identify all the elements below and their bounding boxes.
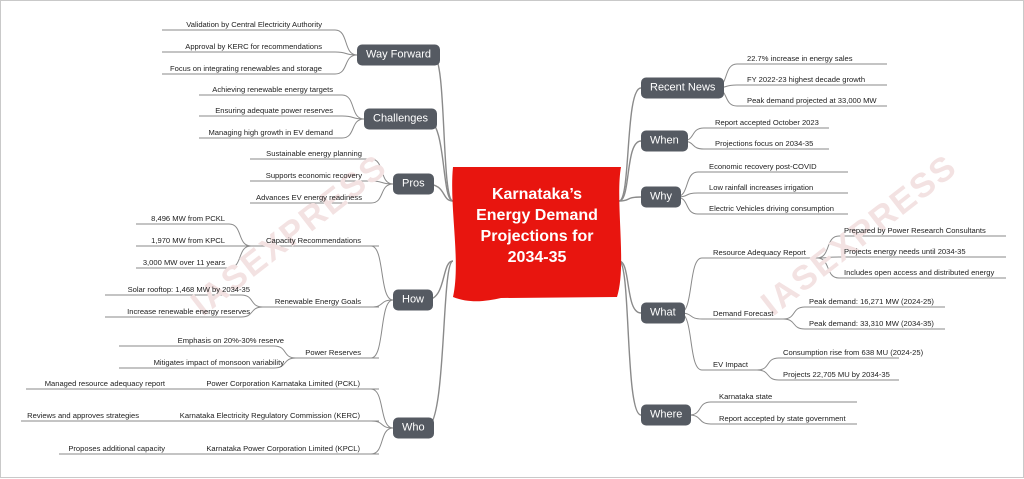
capacity-item-1[interactable]: 8,496 MW from PCKL [151,214,225,223]
connector [618,260,642,314]
where-item-1[interactable]: Karnataka state [719,392,773,401]
how-sub-renewable[interactable]: Renewable Energy Goals [274,297,361,306]
resource-adequacy-item-3[interactable]: Includes open access and distributed ene… [844,268,995,277]
connector [679,312,707,371]
connector [714,84,887,89]
branch-why[interactable]: Why [641,186,681,208]
connector [782,318,945,330]
connector [105,294,264,308]
branch-how[interactable]: How [393,289,434,311]
how-sub-reserves[interactable]: Power Reserves [305,348,361,357]
connector [425,260,454,429]
reserves-item-1[interactable]: Emphasis on 20%-30% reserve [177,336,284,345]
ev-impact-item-1[interactable]: Consumption rise from 638 MU (2024-25) [783,348,924,357]
connector [250,158,394,185]
why-item-3[interactable]: Electric Vehicles driving consumption [709,204,834,213]
renewable-item-2[interactable]: Increase renewable energy reserves [127,307,250,316]
recent-news-item-1[interactable]: 22.7% increase in energy sales [747,54,853,63]
connector [370,245,394,301]
branch-way-forward[interactable]: Way Forward [357,44,440,66]
resource-adequacy-item-1[interactable]: Prepared by Power Research Consultants [844,226,986,235]
connector [162,51,358,56]
why-item-1[interactable]: Economic recovery post-COVID [709,162,817,171]
connector [119,345,297,359]
connector [618,140,642,202]
how-sub-capacity[interactable]: Capacity Recommendations [266,236,361,245]
connector [250,180,394,185]
capacity-item-3[interactable]: 3,000 MW over 11 years [142,258,225,267]
kpcl-item-1[interactable]: Proposes additional capacity [68,444,165,453]
connector [370,299,394,359]
branch-when[interactable]: When [641,130,688,152]
branch-recent-news[interactable]: Recent News [641,77,725,99]
connector [370,388,394,429]
capacity-item-2[interactable]: 1,970 MW from KPCL [151,236,225,245]
challenges-item-3[interactable]: Managing high growth in EV demand [208,128,333,137]
connector [162,29,358,56]
when-item-2[interactable]: Projections focus on 2034-35 [715,139,814,148]
pckl-item-1[interactable]: Managed resource adequacy report [44,379,165,388]
connector [688,401,857,416]
kerc-item-1[interactable]: Reviews and approves strategies [27,411,139,420]
branch-pros[interactable]: Pros [393,173,434,195]
connector [618,196,642,202]
branch-who[interactable]: Who [393,417,434,439]
where-item-2[interactable]: Report accepted by state government [719,414,846,423]
demand-forecast-item-1[interactable]: Peak demand: 16,271 MW (2024-25) [809,297,934,306]
pros-item-1[interactable]: Sustainable energy planning [266,149,362,158]
what-sub-ev-impact[interactable]: EV Impact [713,360,749,369]
connector [782,306,945,320]
connector [136,245,252,269]
pros-item-3[interactable]: Advances EV energy readiness [256,193,362,202]
connector [162,54,358,75]
connector [816,235,1006,259]
connector [816,256,1006,259]
connector [250,183,394,204]
connector [675,192,848,198]
connector [688,414,857,425]
pros-item-2[interactable]: Supports economic recovery [265,171,362,180]
way-forward-item-3[interactable]: Focus on integrating renewables and stor… [170,64,322,73]
renewable-item-1[interactable]: Solar rooftop: 1,468 MW by 2034-35 [127,285,250,294]
connector [618,260,642,416]
reserves-item-2[interactable]: Mitigates impact of monsoon variability [153,358,284,367]
way-forward-item-2[interactable]: Approval by KERC for recommendations [185,42,322,51]
way-forward-item-1[interactable]: Validation by Central Electricity Author… [186,20,322,29]
resource-adequacy-item-2[interactable]: Projects energy needs until 2034-35 [844,247,966,256]
connector [618,87,642,202]
connector [199,115,365,120]
branch-where[interactable]: Where [641,404,692,426]
ev-impact-item-2[interactable]: Projects 22,705 MU by 2034-35 [783,370,890,379]
connector [105,306,264,318]
what-sub-demand-forecast[interactable]: Demand Forecast [713,309,774,318]
when-item-1[interactable]: Report accepted October 2023 [715,118,819,127]
recent-news-item-2[interactable]: FY 2022-23 highest decade growth [747,75,866,84]
recent-news-item-3[interactable]: Peak demand projected at 33,000 MW [747,96,877,105]
connector [199,94,365,120]
who-sub-kpcl[interactable]: Karnataka Power Corporation Limited (KPC… [206,444,360,453]
branch-what[interactable]: What [641,302,685,324]
connector [199,118,365,139]
branch-challenges[interactable]: Challenges [364,108,438,130]
challenges-item-1[interactable]: Achieving renewable energy targets [212,85,333,94]
who-sub-kerc[interactable]: Karnataka Electricity Regulatory Commiss… [179,411,360,420]
demand-forecast-item-2[interactable]: Peak demand: 33,310 MW (2034-35) [809,319,934,328]
connector [756,369,899,381]
challenges-item-2[interactable]: Ensuring adequate power reserves [215,106,333,115]
why-item-2[interactable]: Low rainfall increases irrigation [709,183,814,192]
connector [136,223,252,247]
connector [119,357,297,369]
connector [756,357,899,371]
who-sub-pckl[interactable]: Power Corporation Karnataka Limited (PCK… [206,379,360,388]
connector [370,427,394,455]
what-sub-resource-adequacy[interactable]: Resource Adequacy Report [713,248,806,257]
connector [816,257,1006,279]
